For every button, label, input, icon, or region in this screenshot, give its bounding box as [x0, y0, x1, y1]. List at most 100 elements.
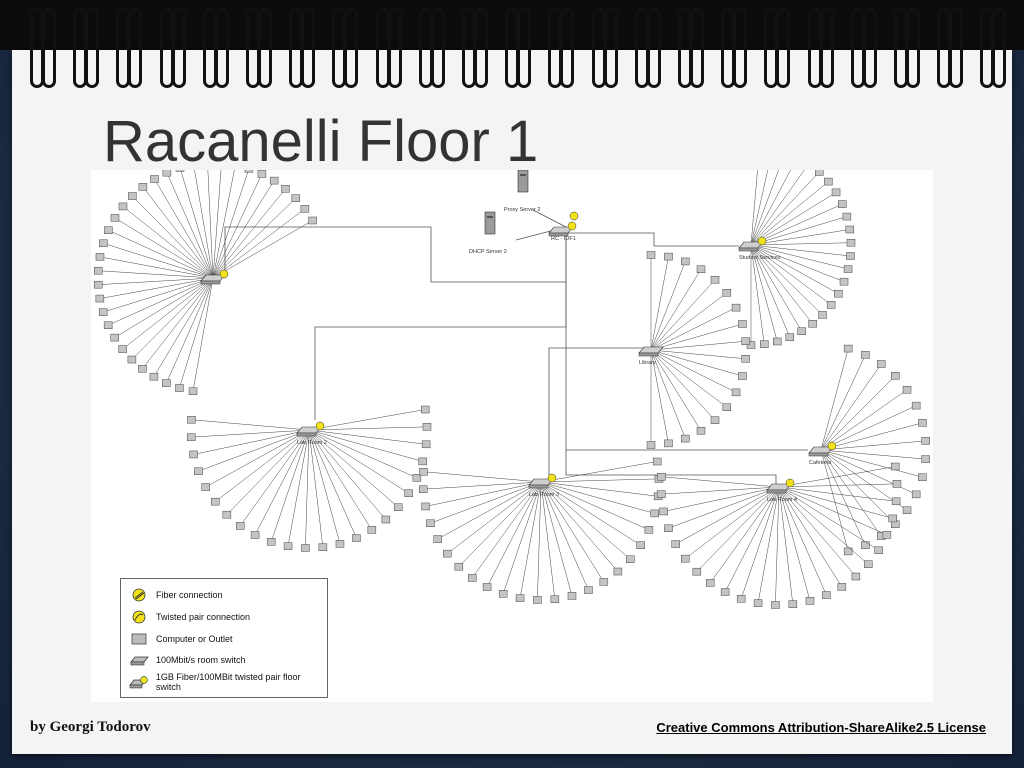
drop-cable [212, 163, 222, 279]
drop-cable [650, 349, 737, 393]
computer-icon [815, 168, 824, 176]
computer-icon [736, 595, 746, 603]
computer-icon [656, 490, 666, 498]
drop-cable [750, 242, 851, 246]
page-title: Racanelli Floor 1 [103, 109, 539, 174]
computer-icon [822, 591, 831, 599]
cafeteria-switch-label: Cafeteria [809, 460, 832, 466]
computer-icon [808, 320, 817, 328]
computer-icon [418, 457, 427, 466]
computer-icon [731, 388, 741, 397]
drop-cable [98, 277, 214, 285]
computer-icon [874, 546, 883, 554]
computer-icon [831, 188, 841, 197]
proxy-server-icon [517, 169, 529, 193]
computer-icon [671, 540, 680, 548]
computer-icon [266, 538, 276, 546]
computer-icon [892, 480, 902, 488]
drop-cable [750, 244, 765, 345]
drop-cable [750, 244, 802, 332]
drop-cable [820, 354, 866, 451]
license-link[interactable]: Creative Commons Attribution-ShareAlike2… [656, 720, 986, 735]
drop-cable [308, 429, 357, 539]
backbone-wire [224, 226, 567, 283]
drop-cable [198, 429, 310, 472]
drop-cable [750, 181, 829, 246]
drop-cable [778, 486, 857, 577]
drop-cable [108, 229, 214, 279]
drop-cable [308, 429, 324, 548]
drop-cable [103, 243, 214, 279]
drop-cable [540, 481, 649, 531]
drop-cable [778, 466, 896, 488]
computer-icon [805, 597, 815, 605]
computer-icon [646, 441, 656, 449]
computer-icon [381, 515, 391, 524]
drop-cable [193, 429, 310, 455]
computer-icon [891, 497, 901, 506]
computer-icon [722, 288, 732, 297]
drop-cable [212, 173, 263, 279]
drop-cable [103, 277, 214, 313]
spiral-ring [344, 8, 359, 88]
computer-icon [680, 554, 690, 563]
computer-icon [187, 415, 196, 424]
computer-icon [393, 503, 403, 511]
drop-cable [502, 481, 542, 594]
drop-cable [207, 163, 214, 279]
computer-icon [194, 467, 203, 475]
computer-icon [149, 372, 159, 381]
legend-computer: Computer or Outlet [129, 631, 233, 647]
backbone-wire [548, 347, 566, 475]
computer-icon [738, 320, 747, 328]
computer-icon [705, 579, 715, 587]
drop-cable [166, 172, 214, 279]
spiral-ring [733, 8, 748, 88]
drop-cable [750, 244, 778, 342]
computer-icon [482, 583, 492, 591]
computer-icon [335, 540, 345, 548]
student-services-switch [738, 236, 767, 252]
core-fiber-icon [569, 211, 579, 221]
computer-icon [222, 510, 232, 519]
computer-icon [422, 423, 432, 431]
computer-icon [210, 497, 220, 506]
computer-icon [162, 168, 172, 177]
drop-cable [99, 256, 214, 279]
twisted-pair-icon [132, 610, 146, 624]
drop-cable [166, 277, 214, 384]
drop-cable [308, 429, 387, 520]
drop-cable [820, 449, 896, 525]
drop-cable [122, 206, 214, 279]
computer-icon [759, 340, 769, 348]
computer-icon [918, 419, 927, 427]
computer-icon [454, 562, 464, 571]
spiral-ring [992, 8, 1007, 88]
computer-icon [128, 192, 137, 200]
computer-icon [584, 586, 593, 594]
drop-cable [750, 244, 832, 306]
drop-cable [305, 429, 310, 548]
lab-room-4-switch-label: Lab Room 4 [767, 497, 797, 503]
drop-cable [778, 486, 827, 596]
drop-cable [750, 244, 823, 316]
computer-icon [753, 599, 763, 607]
computer-icon [659, 507, 668, 516]
drop-cable [254, 429, 310, 536]
drop-cable [750, 163, 810, 246]
computer-icon [843, 344, 853, 353]
room-switch-icon [130, 656, 149, 666]
legend-floor-switch-label: 1GB Fiber/100MBit twisted pair floor swi… [155, 672, 301, 692]
computer-icon [771, 601, 780, 609]
drop-cable [750, 156, 798, 246]
computer-icon [162, 379, 171, 387]
drop-cable [99, 277, 214, 299]
spiral-ring [474, 8, 488, 88]
computer-icon [98, 308, 108, 316]
drop-cable [114, 277, 214, 338]
drop-cable [750, 244, 845, 282]
fiber-icon [132, 588, 146, 602]
library-switch [638, 346, 664, 357]
drop-cable [519, 481, 542, 599]
library-switch-label: Library [639, 360, 656, 366]
